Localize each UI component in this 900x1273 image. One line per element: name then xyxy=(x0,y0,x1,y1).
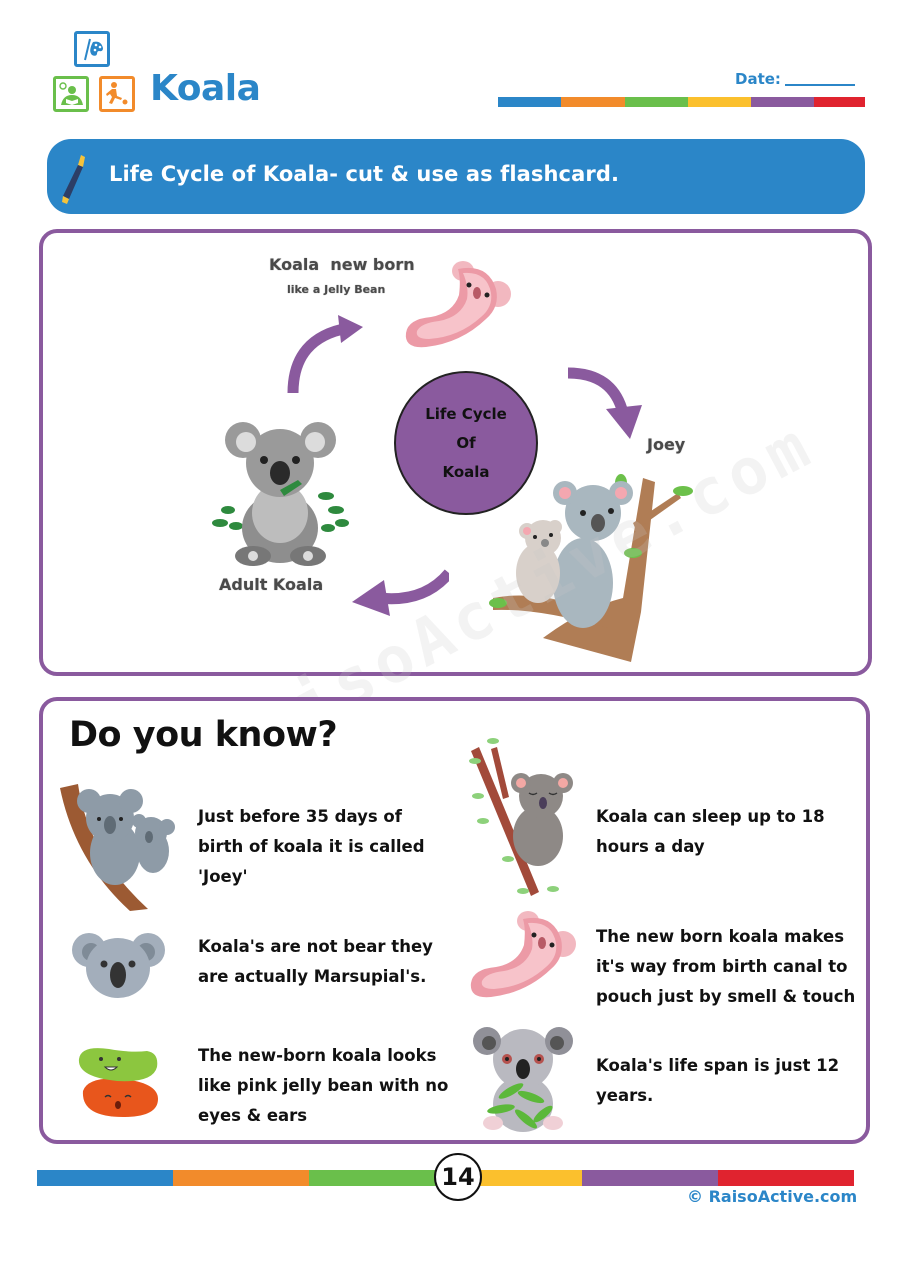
fact-text-6: Koala's life span is just 12 years. xyxy=(596,1056,840,1105)
marker-pen-icon xyxy=(62,155,85,204)
cycle-arrow-up-right xyxy=(287,315,363,394)
banner-text: Life Cycle of Koala- cut & use as flashc… xyxy=(109,162,620,186)
life-cycle-panel: Koala new born like a Jelly Bean Life Cy… xyxy=(39,229,872,676)
reading-child-icon xyxy=(53,76,89,112)
running-child-icon xyxy=(99,76,135,112)
instruction-banner: Life Cycle of Koala- cut & use as flashc… xyxy=(47,139,865,214)
pink-jelly-bean-icon xyxy=(470,911,576,998)
fact-text-2: Koala can sleep up to 18 hours a day xyxy=(596,807,825,856)
fact-text-3: Koala's are not bear they are actually M… xyxy=(198,937,433,986)
center-line-2: Of xyxy=(456,433,476,452)
mother-koala-with-joey-icon xyxy=(489,474,693,662)
palette-icon xyxy=(74,31,110,67)
facts-panel: Do you know? Just before 35 days of birt… xyxy=(39,697,870,1144)
stage-sublabel-newborn: like a Jelly Bean xyxy=(287,283,386,296)
cycle-arrow-left xyxy=(352,569,449,616)
page-title: Koala xyxy=(150,68,261,109)
stage-label-adult: Adult Koala xyxy=(219,575,324,594)
adult-koala-icon xyxy=(212,422,349,566)
koala-with-joey-on-tree-icon xyxy=(60,784,175,911)
rainbow-bar-bottom xyxy=(37,1170,855,1186)
date-field: Date: xyxy=(735,70,855,88)
stage-label-joey: Joey xyxy=(647,435,686,454)
sleeping-koala-on-tree-icon xyxy=(469,738,573,896)
facts-title: Do you know? xyxy=(69,715,338,755)
jelly-bean-newborn-icon xyxy=(405,261,511,348)
page-number: 14 xyxy=(434,1153,482,1201)
center-line-3: Koala xyxy=(442,462,490,481)
koala-eating-leaves-icon xyxy=(473,1027,573,1132)
cycle-arrow-down-right xyxy=(568,367,642,439)
jelly-beans-icon xyxy=(78,1048,158,1117)
fact-text-5: The new-born koala looks like pink jelly… xyxy=(198,1046,449,1125)
date-blank-line[interactable] xyxy=(784,84,855,86)
fact-text-4: The new born koala makes it's way from b… xyxy=(596,927,856,1006)
koala-face-icon xyxy=(72,933,165,998)
rainbow-bar-top xyxy=(498,97,866,107)
copyright-text: © RaisoActive.com xyxy=(687,1187,858,1206)
fact-text-1: Just before 35 days of birth of koala it… xyxy=(198,807,425,886)
life-cycle-center-circle: Life Cycle Of Koala xyxy=(394,371,538,515)
center-line-1: Life Cycle xyxy=(425,404,507,423)
date-label: Date: xyxy=(735,70,781,88)
stage-label-newborn: Koala new born xyxy=(269,255,415,274)
